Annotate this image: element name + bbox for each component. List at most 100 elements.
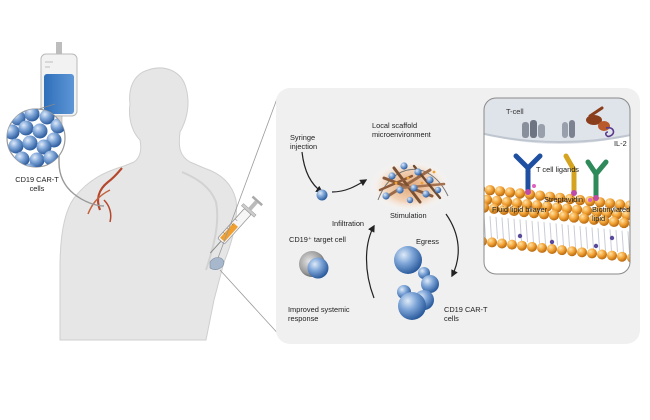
label-t-cell: T-cell (506, 107, 524, 116)
human-figure (59, 67, 237, 341)
lipid-head (538, 208, 550, 220)
vein-2 (87, 189, 111, 215)
t-cell-membrane (484, 98, 630, 144)
human-body (59, 67, 237, 341)
lipid-head-lower (587, 248, 597, 259)
lipid-tail (646, 233, 648, 255)
lipid-tail (573, 225, 576, 248)
lipid-head (574, 194, 586, 206)
cart-cell-cluster (394, 246, 439, 320)
lipid-tail (603, 228, 606, 251)
lipid-head (484, 202, 490, 213)
lipid-tail (501, 217, 504, 240)
lipid-head-lower (577, 247, 587, 258)
lipid-head (642, 212, 650, 222)
label-fluid-lipid-bilayer: Fluid lipid bilayer (492, 205, 548, 214)
lipid-head-lower (507, 239, 517, 250)
lipid-tail (597, 228, 600, 251)
lipid-head (528, 207, 540, 219)
arrow-infiltration (365, 224, 375, 299)
injection-site-bump (209, 257, 225, 270)
label-syringe-injection: Syringe injection (290, 133, 318, 151)
label-t-cell-ligands: T cell ligands (536, 165, 579, 174)
lipid-head (639, 220, 649, 230)
label-biotinylated-lipid: Biotinylated lipid (592, 205, 631, 223)
vein-1 (97, 167, 123, 211)
lipid-tail (519, 219, 522, 242)
label-improved-response: Improved systemic response (288, 305, 350, 323)
zoom-line-bottom (219, 269, 283, 339)
scaffold (370, 160, 450, 212)
lipid-tail (561, 224, 564, 247)
lipid-head (554, 192, 566, 204)
lipid-head (508, 205, 520, 217)
lipid-head-lower (497, 238, 507, 249)
lipid-tail (555, 223, 558, 246)
lipid-head (544, 191, 556, 202)
lipid-tail (531, 220, 534, 243)
lipid-head-lower (547, 244, 557, 255)
molecular-inset (483, 97, 650, 275)
lipid-head (488, 203, 500, 214)
label-stimulation: Stimulation (390, 211, 427, 220)
streptavidin-particle (517, 233, 523, 239)
lipid-tail (609, 229, 612, 252)
lipid-head (568, 212, 580, 223)
label-local-scaffold: Local scaffold microenvironment (372, 121, 431, 139)
injected-cell (316, 189, 328, 201)
arrow-egress (445, 213, 459, 278)
lipid-tail (495, 216, 498, 239)
lipid-bilayer (484, 183, 650, 263)
lipid-tail (525, 220, 528, 243)
lipid-tail (489, 216, 492, 239)
lipid-tail (513, 218, 516, 241)
lipid-head (504, 187, 516, 198)
tcr-receptor (522, 120, 545, 138)
iv-tube (58, 140, 105, 207)
streptavidin-ligand (585, 159, 609, 201)
label-cart-cells-2: CD19 CAR-T cells (444, 305, 488, 323)
lipid-head-lower (567, 246, 577, 257)
streptavidin-particle (609, 235, 615, 241)
lipid-head (518, 206, 530, 218)
t-cell-ligand-1 (513, 153, 543, 195)
lipid-tail (567, 224, 570, 247)
label-cart-cells: CD19 CAR-T cells (15, 175, 59, 193)
lipid-head (588, 214, 600, 225)
target-cell (299, 251, 329, 279)
lipid-tail (627, 231, 630, 254)
lipid-tail (537, 221, 540, 244)
lipid-head (614, 199, 626, 210)
lipid-tail (615, 230, 618, 253)
lipid-head (558, 211, 570, 222)
lipid-head (564, 193, 576, 205)
lipid-head-lower (527, 241, 537, 252)
arrow-injection (301, 151, 324, 193)
lipid-head (608, 216, 620, 228)
lipid-tail (507, 218, 510, 241)
lipid-head (618, 217, 630, 229)
label-infiltration: Infiltration (332, 219, 365, 228)
lipid-head (484, 185, 496, 196)
lipid-head-lower (487, 237, 497, 248)
lipid-head (548, 210, 560, 221)
lipid-tail (621, 230, 624, 253)
lipid-head-lower (597, 249, 607, 260)
lipid-head-lower (517, 240, 527, 251)
lipid-head-lower (607, 250, 617, 261)
lipid-head (498, 204, 510, 215)
zoom-line-top (217, 95, 279, 259)
lipid-tail (591, 227, 594, 250)
lipid-head-lower (557, 245, 567, 256)
lipid-head (598, 215, 610, 226)
arm-shadow (181, 171, 219, 271)
lipid-tail (640, 233, 642, 255)
t-cell-ligand-2 (563, 153, 577, 196)
il2-complex (586, 106, 615, 138)
label-il2: IL-2 (614, 139, 627, 148)
label-streptavidin: Streptavidin (544, 195, 584, 204)
lipid-tail (543, 222, 546, 245)
costim-receptor (562, 120, 575, 138)
label-egress: Egress (416, 237, 440, 246)
